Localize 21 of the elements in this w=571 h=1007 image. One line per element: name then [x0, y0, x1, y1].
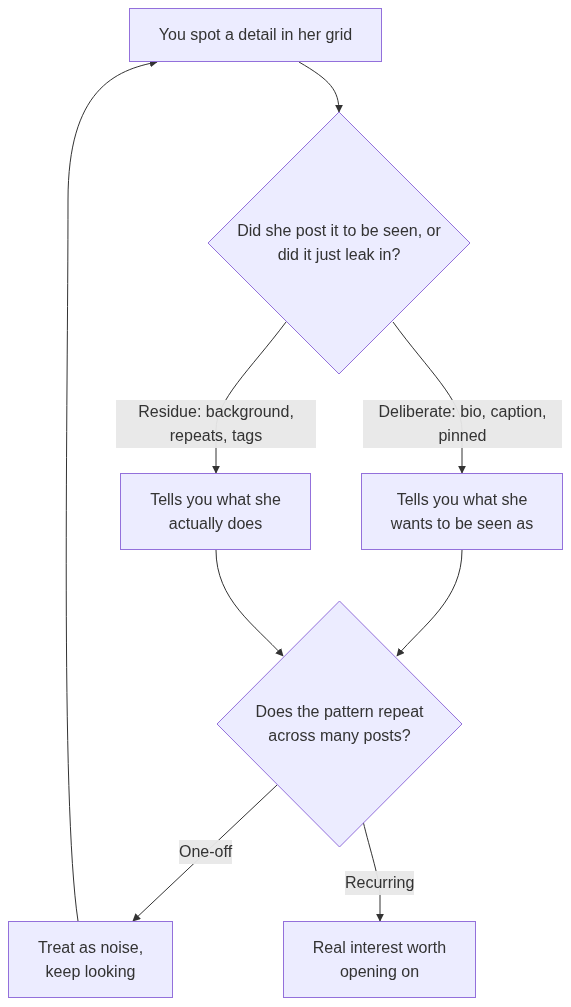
node-text: Real interest worth opening on	[311, 937, 448, 982]
edge-label: One-off	[179, 840, 233, 864]
node-text: Tells you what she wants to be seen as	[389, 489, 535, 534]
arrow	[396, 549, 463, 657]
process-box	[361, 473, 563, 550]
node-text: You spot a detail in her grid	[158, 25, 353, 45]
edge-label: Residue: background, repeats, tags	[116, 400, 316, 448]
edge-label: Deliberate: bio, caption, pinned	[363, 400, 562, 448]
arrow	[298, 61, 343, 113]
process-box	[120, 473, 311, 550]
node-text: Treat as noise, keep looking	[36, 937, 145, 982]
process-box	[283, 921, 476, 998]
edge-label: Recurring	[345, 871, 414, 895]
node-text: Tells you what she actually does	[149, 489, 282, 534]
node-text: Does the pattern repeat across many posts?	[254, 702, 425, 746]
arrow	[215, 549, 284, 657]
process-box	[129, 8, 382, 62]
process-box	[8, 921, 173, 998]
decision-diamond	[208, 112, 470, 374]
decision-diamond	[217, 601, 462, 847]
node-text: Did she post it to be seen, or did it just leak in?	[236, 221, 442, 265]
